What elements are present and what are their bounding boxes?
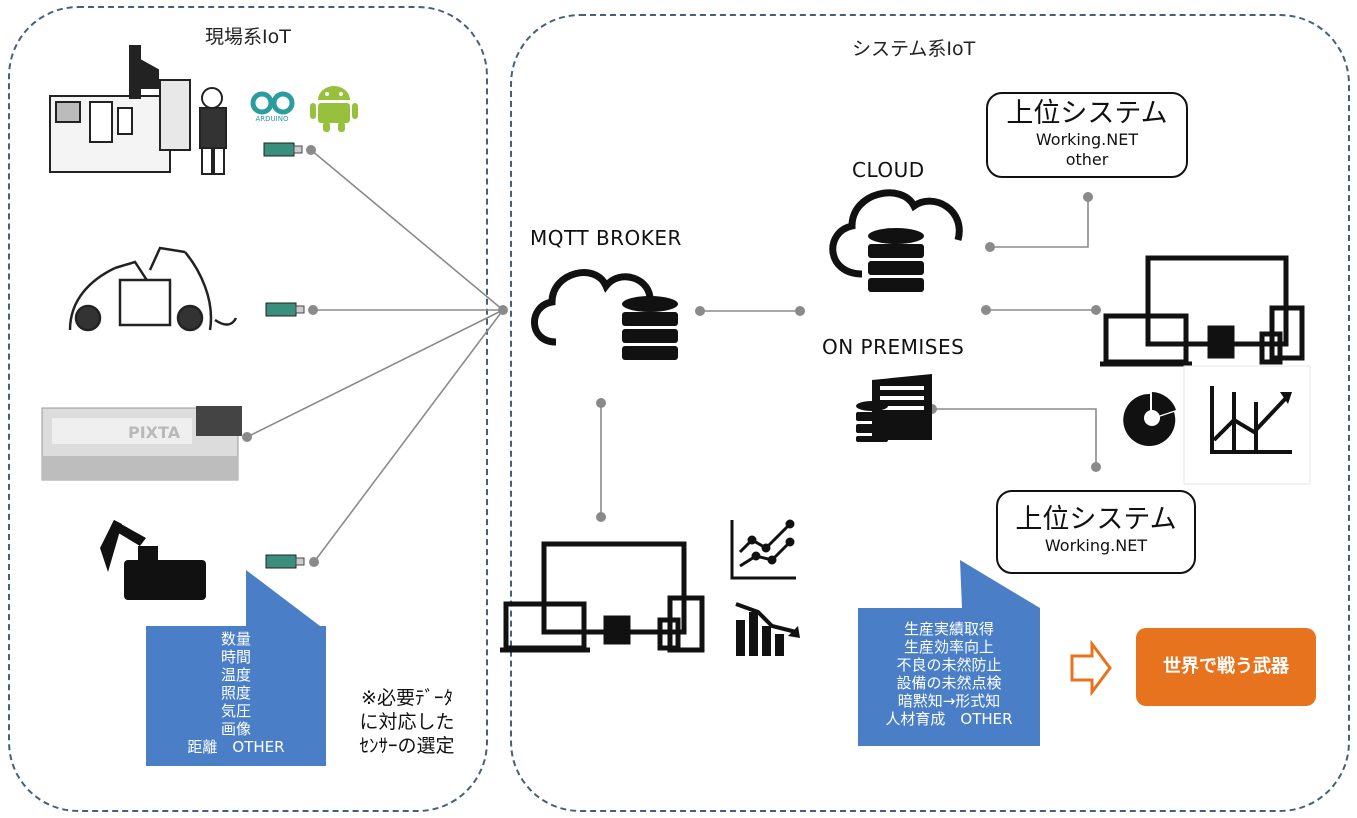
industrial-machine-icon xyxy=(41,406,242,481)
connection-lines xyxy=(246,149,1097,563)
upper-system-line1: Working.NET xyxy=(1044,536,1148,555)
sensor-module-icons xyxy=(263,142,305,569)
upper-system-line2: other xyxy=(1065,150,1109,169)
upper-system-line1: Working.NET xyxy=(1035,130,1139,149)
sensor-selection-note: ※必要ﾃﾞｰﾀ に対応した ｾﾝｻｰの選定 xyxy=(344,686,470,758)
devices-right-icon xyxy=(1100,255,1305,367)
sensor-type-item: 時間 xyxy=(220,648,251,666)
cnc-machine-icon xyxy=(49,45,227,175)
benefit-item: 生産実績取得 xyxy=(903,620,994,638)
upper-system-box-top: 上位システム Working.NET other xyxy=(986,92,1188,178)
upper-system-title: 上位システム xyxy=(1006,98,1168,129)
cloud-database-icon xyxy=(829,189,963,292)
on-premises-label: ON PREMISES xyxy=(822,335,965,359)
sensor-types-callout: 数量 時間 温度 照度 気圧 画像 距離 OTHER xyxy=(146,626,326,766)
arrow-right-icon xyxy=(1070,639,1112,697)
note-line: ※必要ﾃﾞｰﾀ xyxy=(361,687,453,709)
benefit-callout-tail xyxy=(960,560,1040,608)
mqtt-broker-label: MQTT BROKER xyxy=(530,226,682,250)
benefit-item: 暗黙知→形式知 xyxy=(897,692,1001,710)
field-iot-region xyxy=(8,6,488,812)
note-line: に対応した xyxy=(359,711,455,733)
sensor-type-item: 温度 xyxy=(220,666,251,684)
mqtt-cloud-database-icon xyxy=(531,269,678,360)
downtrend-bar-chart-icon xyxy=(735,602,800,656)
system-iot-title: システム系IoT xyxy=(852,38,976,60)
benefits-callout: 生産実績取得 生産効率向上 不良の未然防止 設備の未然点検 暗黙知→形式知 人材… xyxy=(858,608,1040,746)
sensor-type-item: 画像 xyxy=(220,720,251,738)
cloud-label: CLOUD xyxy=(852,158,925,182)
sensor-type-item: 距離 OTHER xyxy=(187,738,285,756)
devices-left-icon xyxy=(500,541,705,653)
system-iot-region xyxy=(510,14,1350,812)
analytics-chart-icon xyxy=(1123,365,1311,485)
arduino-icon xyxy=(250,91,295,115)
upper-system-box-bottom: 上位システム Working.NET xyxy=(996,490,1196,574)
field-iot-title: 現場系IoT xyxy=(205,26,291,48)
note-line: ｾﾝｻｰの選定 xyxy=(359,735,455,757)
sensor-type-item: 気圧 xyxy=(220,702,251,720)
upper-system-title: 上位システム xyxy=(1015,504,1177,535)
robot-arm-icon xyxy=(100,520,206,600)
global-weapon-button: 世界で戦う武器 xyxy=(1136,628,1316,706)
android-icon xyxy=(310,86,358,132)
arduino-label: ARDUINO xyxy=(256,115,289,123)
on-premises-server-icon xyxy=(856,374,932,442)
sensor-callout-tail xyxy=(246,570,320,626)
benefit-item: 生産効率向上 xyxy=(903,638,994,656)
sensor-type-item: 照度 xyxy=(220,684,251,702)
sensor-type-item: 数量 xyxy=(220,630,251,648)
pixta-watermark: PIXTA xyxy=(128,423,181,442)
benefit-item: 人材育成 OTHER xyxy=(885,710,1013,728)
line-chart-icon xyxy=(730,519,796,580)
benefit-item: 不良の未然防止 xyxy=(896,656,1002,674)
benefit-item: 設備の未然点検 xyxy=(896,674,1002,692)
welding-robots-icon xyxy=(68,246,238,332)
